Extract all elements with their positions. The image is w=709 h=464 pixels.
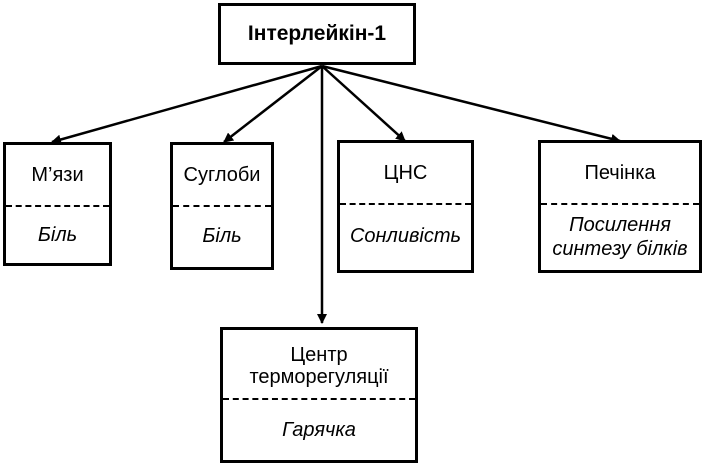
node-joints-title: Суглоби <box>183 164 261 186</box>
node-cns-title: ЦНС <box>383 162 428 184</box>
node-thermo-divider <box>223 398 415 400</box>
arrow-to-joints <box>223 65 323 143</box>
node-liver-divider <box>541 203 699 205</box>
node-cns-divider <box>340 203 471 205</box>
arrow-to-cns <box>321 65 406 142</box>
node-muscles-title: М’язи <box>31 164 84 186</box>
node-muscles-effect: Біль <box>37 224 78 246</box>
node-liver: Печінка Посилення синтезу білків <box>538 140 702 273</box>
node-joints-divider <box>173 205 271 207</box>
node-cns-effect: Сонливість <box>349 225 462 247</box>
node-joints: Суглоби Біль <box>170 142 274 270</box>
node-liver-title: Печінка <box>584 162 656 184</box>
arrow-to-liver <box>321 64 621 144</box>
node-muscles: М’язи Біль <box>3 142 112 266</box>
node-liver-effect: Посилення синтезу білків <box>552 214 688 260</box>
root-label: Інтерлейкін-1 <box>247 22 387 45</box>
root-node: Інтерлейкін-1 <box>218 3 416 65</box>
node-thermo: Центр терморегуляції Гарячка <box>220 327 418 463</box>
node-cns: ЦНС Сонливість <box>337 140 474 273</box>
node-joints-effect: Біль <box>202 225 242 247</box>
arrow-to-muscles <box>51 64 323 145</box>
node-muscles-divider <box>6 205 109 207</box>
node-thermo-effect: Гарячка <box>282 419 356 441</box>
node-thermo-title: Центр терморегуляції <box>249 344 389 388</box>
